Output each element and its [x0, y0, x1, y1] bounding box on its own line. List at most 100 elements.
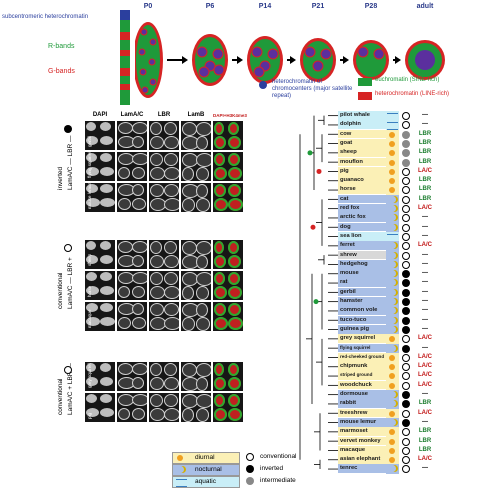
lamin-cell: LA/C — [418, 335, 432, 342]
nucleus-type-cell — [400, 120, 413, 130]
euchromatin-legend-label: euchromatin (SINE-rich) — [375, 77, 440, 83]
conventional-nucleus-icon — [402, 363, 410, 372]
sun-icon — [389, 336, 395, 343]
activity-cell — [386, 259, 399, 270]
lamin-cell: LBR — [418, 158, 432, 165]
micrograph-pig-3 — [181, 393, 211, 422]
species-row: tuco-tuco— — [338, 315, 450, 326]
inverted-nucleus-icon — [246, 465, 254, 473]
nucleus-type-cell — [400, 353, 413, 363]
micrograph-macaque-1 — [117, 302, 147, 331]
micrograph-macaque-2 — [149, 302, 179, 331]
lamin-cell: LBR — [418, 130, 432, 137]
nucleus-type-cell — [400, 446, 413, 456]
micrograph-sheep-4 — [213, 240, 243, 269]
sun-icon — [389, 150, 395, 157]
tree-event-dot — [316, 168, 322, 174]
stage-label-p6: P6 — [205, 3, 215, 10]
stage-label-adult: adult — [416, 3, 434, 10]
lamin-cell: LA/C — [418, 167, 432, 174]
activity-cell — [386, 399, 399, 410]
nucleus-type-cell — [400, 195, 413, 205]
nucleus-type-cell — [400, 464, 413, 474]
activity-cell — [386, 250, 399, 261]
heterochromatin-legend-label: heterochromatin (LINE-rich) — [375, 91, 450, 97]
activity-cell — [386, 417, 399, 428]
chromosome-bar — [120, 10, 130, 105]
species-name: treeshrew — [338, 408, 386, 418]
micrograph-mouse-lemur-4 — [213, 183, 243, 212]
species-name: pig — [338, 166, 386, 176]
stage-label-p28: P28 — [364, 3, 378, 10]
moon-icon — [389, 270, 396, 277]
phylogenetic-tree — [299, 115, 338, 470]
gbands-label: G-bands — [48, 68, 75, 75]
activity-cell — [386, 343, 399, 354]
lamin-cell: — — [422, 232, 428, 239]
lamin-cell: LA/C — [418, 409, 432, 416]
lamin-cell: — — [422, 391, 428, 397]
species-row: dolphin— — [338, 120, 450, 131]
conventional-nucleus-icon — [402, 260, 410, 269]
lamin-cell: LA/C — [418, 242, 432, 249]
subcentromeric-label: subcentromeric heterochromatin — [2, 14, 89, 20]
conventional-nucleus-icon — [402, 381, 410, 390]
nucleus-type-cell — [400, 418, 413, 428]
rbands-label: R-bands — [48, 43, 75, 50]
legend-intermediate-label: intermediate — [260, 477, 296, 484]
species-name: goat — [338, 138, 386, 148]
species-name: shrew — [338, 250, 386, 260]
species-name: tuco-tuco — [338, 315, 386, 325]
conventional-nucleus-icon — [402, 121, 410, 130]
species-name: sheep — [338, 148, 386, 157]
activity-cell — [386, 138, 399, 149]
species-name: guinea pig — [338, 324, 386, 334]
group-type-label: inverted — [57, 166, 64, 190]
micrograph-gerbil-3 — [181, 121, 211, 150]
moon-icon — [389, 205, 396, 212]
nucleus-type-cell — [400, 111, 413, 121]
micrograph-grey-squirrel-0 — [85, 362, 115, 391]
micrograph-grey-squirrel-4 — [213, 362, 243, 391]
nucleus-type-cell — [400, 325, 413, 335]
nucleus-type-cell — [400, 409, 413, 419]
sun-icon — [389, 354, 395, 361]
activity-cell — [386, 427, 399, 438]
sun-icon — [177, 455, 183, 461]
nucleus-p6 — [192, 34, 228, 86]
nucleus-type-cell — [400, 158, 413, 168]
lamin-cell: — — [422, 465, 428, 472]
species-name: macaque — [338, 445, 386, 455]
legend-nocturnal: nocturnal — [172, 464, 240, 476]
micrograph-horse-1 — [117, 271, 147, 300]
species-row: common vole— — [338, 306, 450, 317]
moon-icon — [389, 261, 396, 268]
micrograph-flying-squirrel-4 — [213, 152, 243, 181]
species-name: red fox — [338, 204, 386, 213]
micrograph-flying-squirrel-3 — [181, 152, 211, 181]
moon-icon — [389, 242, 396, 249]
lamin-cell: LBR — [418, 400, 432, 407]
sun-icon — [389, 168, 395, 175]
lamin-cell: — — [422, 344, 428, 351]
micrograph-sheep-2 — [149, 240, 179, 269]
species-row: pilot whale— — [338, 111, 450, 121]
conventional-nucleus-icon — [402, 242, 410, 251]
lamin-cell: — — [422, 121, 428, 128]
intermediate-nucleus-icon — [402, 130, 410, 139]
activity-cell — [386, 380, 399, 391]
euchromatin-legend-swatch — [358, 78, 372, 86]
moon-icon — [389, 326, 396, 333]
species-name: horse — [338, 185, 386, 195]
lamin-cell: LA/C — [418, 456, 432, 463]
species-name: dog — [338, 222, 386, 232]
conventional-nucleus-icon — [402, 335, 410, 344]
lamin-cell: — — [422, 270, 428, 277]
